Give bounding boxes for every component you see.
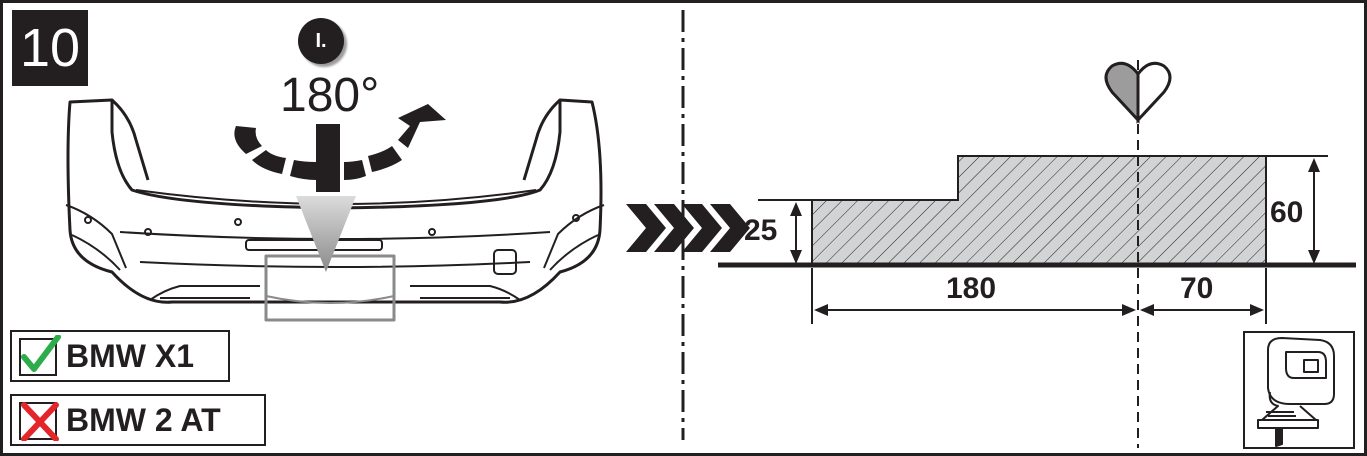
dimension-lines [758,155,1328,324]
compat-item-bmw-2-at: BMW 2 AT [10,394,266,446]
cut-template-shape [811,155,1267,265]
substep-badge: I. [298,18,344,64]
compat-item-bmw-x1: BMW X1 [10,330,230,382]
dimension-width-left: 180 [946,272,997,305]
check-icon [19,335,61,376]
dimension-height-right: 60 [1270,196,1304,229]
direction-arrow [296,196,356,272]
rotate-180-arrows [234,104,446,192]
rotation-label: 180° [280,69,380,122]
compat-label: BMW 2 AT [66,401,221,438]
compat-label: BMW X1 [66,337,194,374]
cross-icon [19,402,59,441]
dimension-height-left: 25 [744,214,778,247]
rear-bumper-drawing [65,98,605,322]
dimension-width-right: 70 [1180,272,1214,305]
heart-icon [1104,61,1172,124]
jigsaw-icon [1257,337,1335,447]
chevron-right-icon [626,204,750,252]
step-number-badge: 10 [12,10,88,86]
